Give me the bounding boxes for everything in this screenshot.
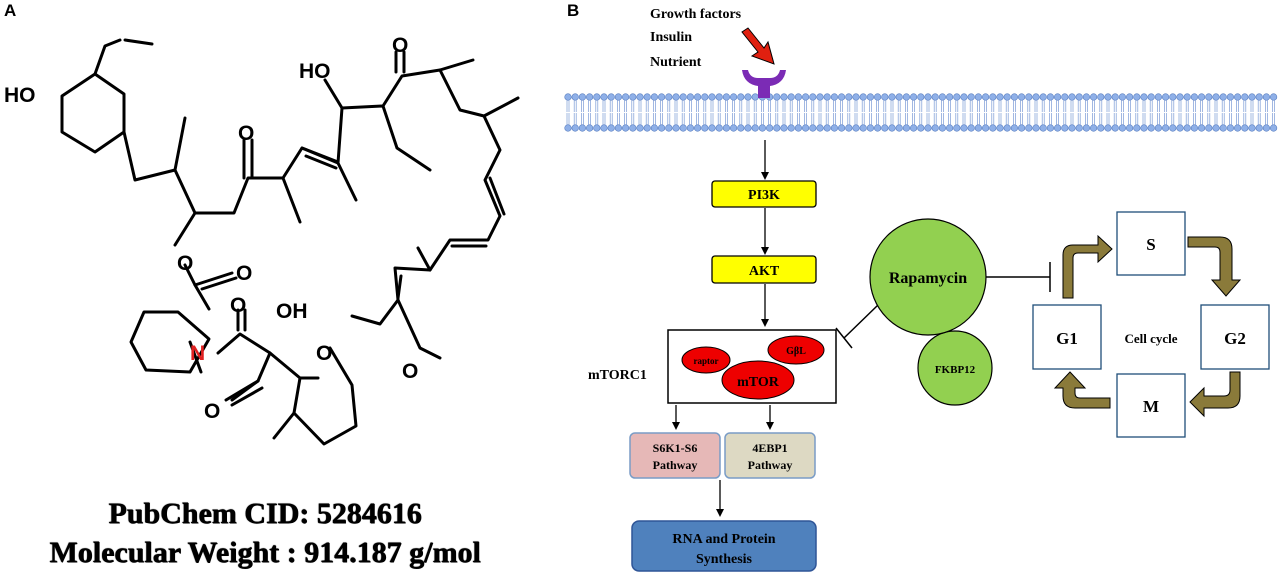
akt-node: AKT — [711, 255, 817, 284]
mtor-label: mTOR — [737, 375, 780, 390]
signal-nutrient: Nutrient — [650, 55, 702, 70]
panel-b-label: B — [567, 1, 579, 20]
atom-ho-1: HO — [4, 84, 36, 107]
mtorc1-complex: raptor GβL mTOR — [667, 329, 837, 404]
synthesis-label-line2: Synthesis — [696, 552, 753, 567]
rapamycin-label: Rapamycin — [889, 270, 967, 287]
cell-cycle-title: Cell cycle — [1124, 331, 1177, 346]
receptor — [742, 70, 786, 98]
s6k1-label-line1: S6K1-S6 — [653, 441, 698, 455]
akt-label: AKT — [749, 264, 780, 279]
atom-o-ester: O — [177, 252, 193, 275]
pathway-arrows — [672, 140, 774, 517]
4ebp1-label-line2: Pathway — [748, 458, 793, 472]
fkbp12-label: FKBP12 — [935, 364, 976, 376]
4ebp1-label-line1: 4EBP1 — [752, 441, 787, 455]
rapamycin-node: Rapamycin FKBP12 — [869, 218, 993, 406]
pi3k-node: PI3K — [711, 180, 817, 208]
phase-g2-label: G2 — [1224, 329, 1246, 348]
atom-ho-2: HO — [299, 60, 331, 83]
atom-o-methoxy: O — [402, 360, 418, 383]
phase-s-label: S — [1146, 235, 1155, 254]
molecular-weight: Molecular Weight : 914.187 g/mol — [49, 536, 481, 569]
synthesis-label-line1: RNA and Protein — [672, 532, 775, 547]
signal-growth-factors: Growth factors — [650, 7, 742, 22]
gbl-label: GβL — [786, 346, 806, 357]
signal-insulin: Insulin — [650, 30, 692, 45]
molecule-skeleton — [60, 38, 520, 446]
atom-o-carbonyl-1: O — [236, 262, 252, 285]
atom-oh: OH — [276, 300, 308, 323]
cell-cycle: S G1 G2 M Cell cycle — [1032, 211, 1270, 438]
s6k1-label-line2: Pathway — [653, 458, 698, 472]
synthesis-node: RNA and Protein Synthesis — [631, 520, 817, 572]
signal-arrow — [741, 27, 775, 65]
s6k1-pathway-node: S6K1-S6 Pathway — [629, 432, 721, 479]
inhibition-lines — [835, 262, 1051, 349]
4ebp1-pathway-node: 4EBP1 Pathway — [724, 432, 816, 479]
phase-m-label: M — [1143, 397, 1159, 416]
phase-g1-label: G1 — [1056, 329, 1078, 348]
atom-o-ketone-2: O — [392, 34, 408, 57]
atom-nitrogen: N — [190, 342, 205, 365]
atom-o-ketone-1: O — [238, 122, 254, 145]
mtorc1-label: mTORC1 — [588, 368, 647, 383]
panel-a-label: A — [4, 1, 16, 20]
molecule-atom-labels: HO HO OH N O O O O O O O O — [4, 34, 418, 423]
cell-cycle-arrows — [1053, 234, 1242, 418]
pi3k-label: PI3K — [748, 188, 780, 203]
cell-membrane — [564, 93, 1278, 132]
atom-o-keto-3: O — [204, 400, 220, 423]
pubchem-cid: PubChem CID: 5284616 — [108, 497, 422, 530]
atom-o-ring: O — [316, 342, 332, 365]
raptor-label: raptor — [694, 356, 719, 366]
atom-o-amide: O — [230, 294, 246, 317]
